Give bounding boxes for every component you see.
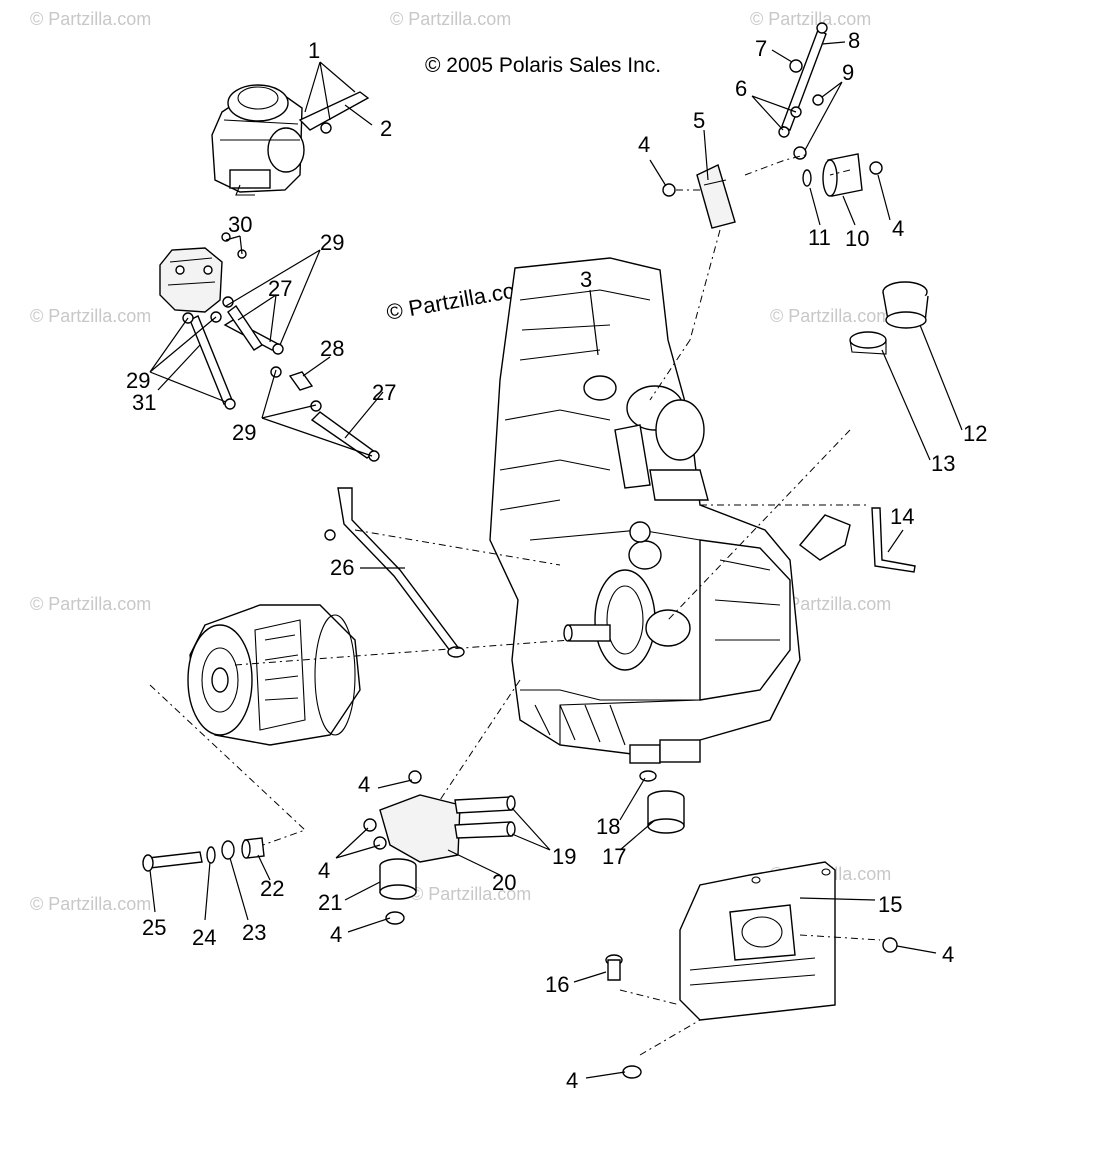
callout-24: 24 [192,925,216,950]
callout-labels: 1 2 3 4 4 4 4 4 4 4 5 6 7 8 9 10 11 12 1… [126,28,987,1093]
callout-25: 25 [142,915,166,940]
callout-14: 14 [890,504,914,529]
callout-19: 19 [552,844,576,869]
carburetor [211,84,370,196]
callout-10: 10 [845,226,869,251]
callout-9: 9 [842,60,854,85]
watermark-text: © Partzilla.com [410,884,531,904]
mount-bracket-top [662,164,736,229]
callout-21: 21 [318,890,342,915]
callout-15: 15 [878,892,902,917]
watermark-text: © Partzilla.com [770,594,891,614]
hose-clamp [849,331,887,355]
watermark-text: © Partzilla.com [30,594,151,614]
callout-4: 4 [358,772,370,797]
callout-1: 1 [308,38,320,63]
engine-mount-damper [379,770,685,925]
callout-6: 6 [735,76,747,101]
engine-assembly [489,257,851,764]
watermark-text: © Partzilla.com [30,9,151,29]
callout-29: 29 [320,230,344,255]
callout-17: 17 [602,844,626,869]
callout-29: 29 [126,368,150,393]
alignment-lines [149,154,881,1056]
clutch-bolt-hardware [142,837,265,872]
oil-line [324,487,465,658]
callout-31: 31 [132,390,156,415]
callout-26: 26 [330,555,354,580]
watermark-text: © Partzilla.com [770,306,891,326]
breather-hose [871,507,916,573]
callout-20: 20 [492,870,516,895]
callout-18: 18 [596,814,620,839]
callout-4: 4 [318,858,330,883]
callout-27: 27 [372,380,396,405]
skid-plate [605,861,898,1079]
copyright-notice: © 2005 Polaris Sales Inc. [425,54,661,77]
callout-13: 13 [931,451,955,476]
callout-12: 12 [963,421,987,446]
callout-4: 4 [942,942,954,967]
mount-bracket-lower [363,770,516,863]
callout-30: 30 [228,212,252,237]
fuel-pump [159,232,247,313]
callout-27: 27 [268,276,292,301]
callout-4: 4 [638,132,650,157]
callout-8: 8 [848,28,860,53]
callout-3: 3 [580,267,592,292]
callout-4: 4 [892,216,904,241]
callout-7: 7 [755,36,767,61]
callout-5: 5 [693,108,705,133]
callout-23: 23 [242,920,266,945]
fuel-hoses [182,296,380,462]
watermark-text: © Partzilla.com [30,306,151,326]
callout-11: 11 [808,225,831,250]
callout-22: 22 [260,876,284,901]
callout-2: 2 [380,116,392,141]
leader-lines [149,41,963,1079]
callout-4: 4 [330,922,342,947]
watermark-text: © Partzilla.com [30,894,151,914]
watermark-text: © Partzilla.com [750,9,871,29]
callout-4: 4 [566,1068,578,1093]
callout-28: 28 [320,336,344,361]
callout-29: 29 [232,420,256,445]
intake-boot [882,281,929,329]
torque-stop-rod [778,22,828,160]
drive-clutch [187,604,361,746]
watermark-layer: © Partzilla.com © Partzilla.com © Partzi… [30,9,891,914]
watermark-text: © Partzilla.com [390,9,511,29]
callout-16: 16 [545,972,569,997]
rubber-damper [802,153,883,197]
